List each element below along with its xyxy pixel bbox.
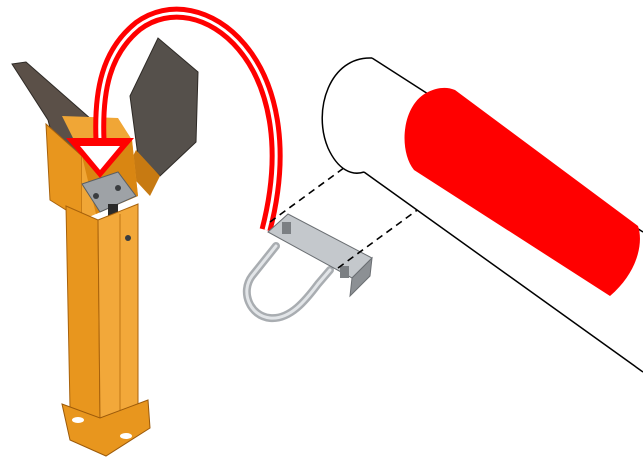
post-column-front (66, 206, 100, 420)
mount-bolt (115, 185, 121, 191)
base-hole (72, 417, 84, 423)
base-hole (120, 433, 132, 439)
barrier-boom-arm (322, 58, 643, 372)
column-screw (125, 235, 131, 241)
mount-bolt (93, 193, 99, 199)
post-column-side (98, 204, 138, 420)
